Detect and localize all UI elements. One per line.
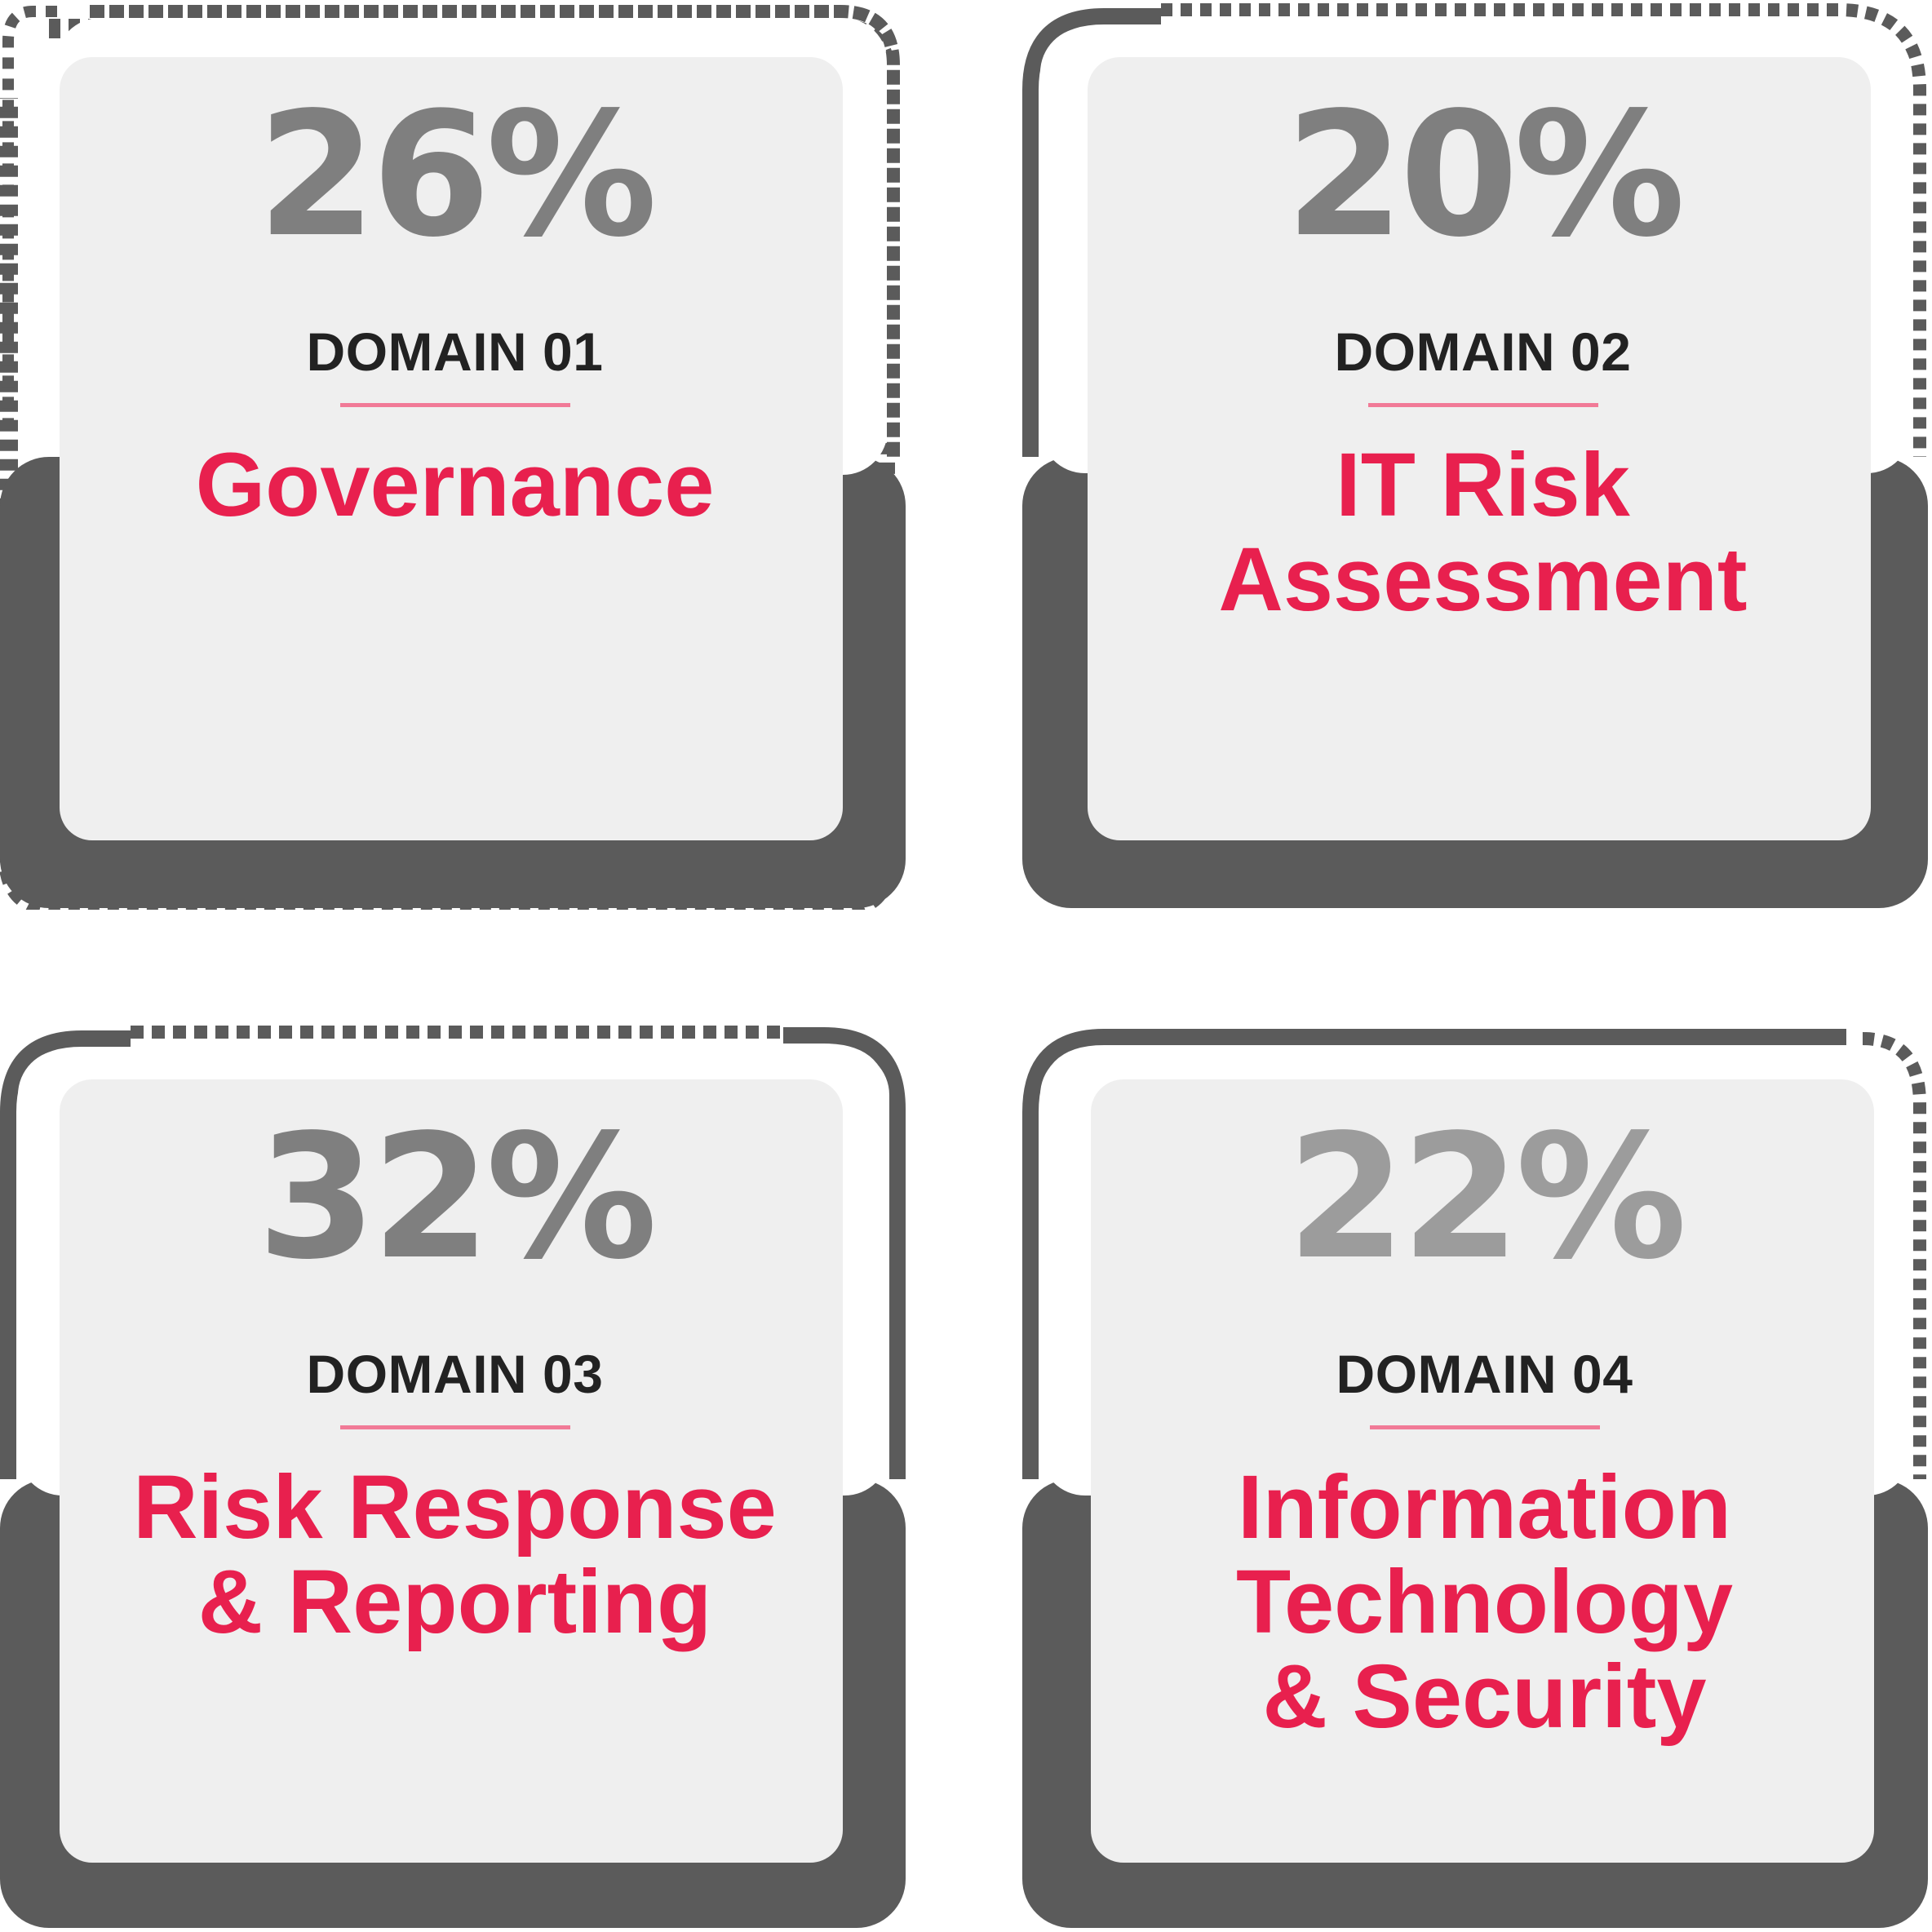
domain-number-label: DOMAIN 03 — [306, 1344, 604, 1404]
domain-card-01: 26% DOMAIN 01 Governance — [0, 0, 910, 910]
domain-percentage: 32% — [257, 1097, 658, 1297]
domain-number-label: DOMAIN 02 — [1334, 321, 1632, 382]
divider-line — [1367, 403, 1598, 407]
card-body — [60, 57, 843, 840]
divider-line — [339, 403, 570, 407]
domain-title: IT Risk Assessment — [1218, 435, 1748, 630]
domain-percentage: 22% — [1287, 1097, 1687, 1297]
domain-title: Governance — [195, 435, 715, 535]
domain-card-04: 22% DOMAIN 04 Information Technology & S… — [1022, 1022, 1932, 1932]
domain-number-label: DOMAIN 04 — [1336, 1344, 1633, 1404]
domain-number-label: DOMAIN 01 — [306, 321, 604, 382]
domain-card-03: 32% DOMAIN 03 Risk Response & Reporting — [0, 1022, 910, 1932]
domain-title: Information Technology & Security — [1235, 1457, 1734, 1747]
divider-line — [1369, 1425, 1600, 1429]
domain-title: Risk Response & Reporting — [133, 1457, 777, 1652]
card-body — [1091, 1079, 1874, 1863]
domain-percentage: 20% — [1285, 75, 1686, 275]
domain-percentage: 26% — [257, 75, 658, 275]
domain-card-02: 20% DOMAIN 02 IT Risk Assessment — [1022, 0, 1932, 910]
card-body — [60, 1079, 843, 1863]
divider-line — [339, 1425, 570, 1429]
card-body — [1088, 57, 1871, 840]
